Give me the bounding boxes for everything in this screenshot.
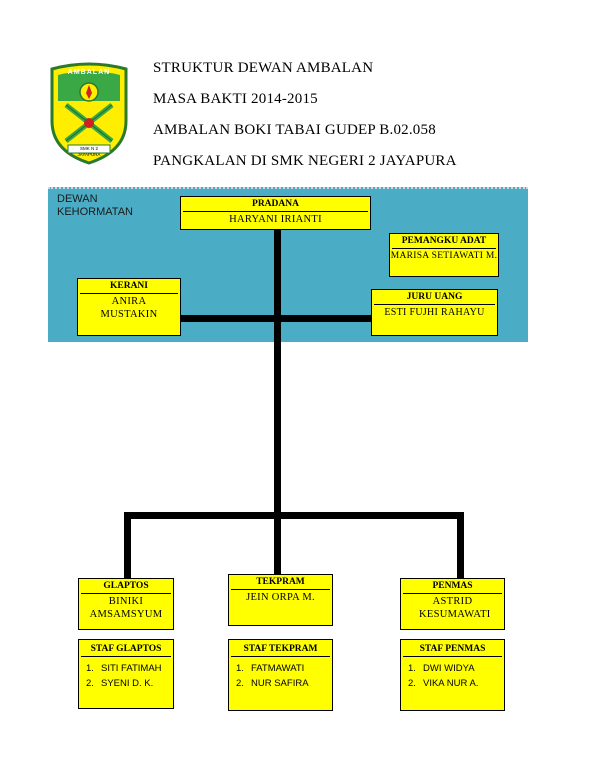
- connector-vertical-main: [274, 228, 281, 518]
- logo-bottom-text: SMK N 2 JAYAPURA: [77, 146, 101, 157]
- penmas-box: PENMAS ASTRID KESUMAWATI: [400, 578, 505, 630]
- list-item: 2.SYENI D. K.: [86, 678, 154, 689]
- staf-glaptos-box: STAF GLAPTOS 1.SITI FATIMAH 2.SYENI D. K…: [78, 639, 174, 709]
- header-title: STRUKTUR DEWAN AMBALAN: [153, 60, 374, 76]
- list-item: 1.SITI FATIMAH: [86, 663, 162, 674]
- kerani-title: KERANI: [109, 281, 148, 291]
- staf-glaptos-list: 1.SITI FATIMAH 2.SYENI D. K.: [79, 661, 173, 691]
- pradana-box: PRADANA HARYANI IRIANTI: [180, 196, 371, 230]
- kerani-box: KERANI ANIRA MUSTAKIN: [77, 278, 181, 336]
- tekpram-box: TEKPRAM JEIN ORPA M.: [228, 574, 333, 626]
- tekpram-title: TEKPRAM: [256, 577, 305, 587]
- staf-glaptos-title: STAF GLAPTOS: [90, 644, 162, 654]
- connector-horizontal-divisions: [124, 512, 464, 519]
- staf-tekpram-box: STAF TEKPRAM 1.FATMAWATI 2.NUR SAFIRA: [228, 639, 333, 711]
- header-ambalan: AMBALAN BOKI TABAI GUDEP B.02.058: [153, 122, 436, 138]
- staf-tekpram-list: 1.FATMAWATI 2.NUR SAFIRA: [229, 661, 332, 691]
- connector-center-drop: [274, 512, 281, 574]
- list-item: 1.FATMAWATI: [236, 663, 305, 674]
- juru-uang-box: JURU UANG ESTI FUJHI RAHAYU: [371, 289, 498, 336]
- header-period: MASA BAKTI 2014-2015: [153, 91, 318, 107]
- kerani-name: ANIRA MUSTAKIN: [100, 296, 158, 320]
- pemangku-adat-box: PEMANGKU ADAT MARISA SETIAWATI M.: [389, 233, 499, 277]
- penmas-title: PENMAS: [432, 581, 473, 591]
- ambalan-logo: AMBALAN SMK N 2 JAYAPURA: [48, 61, 130, 165]
- juru-uang-name: ESTI FUJHI RAHAYU: [384, 307, 485, 318]
- connector-horizontal-council: [180, 315, 374, 322]
- pemangku-adat-title: PEMANGKU ADAT: [401, 236, 487, 246]
- staf-penmas-title: STAF PENMAS: [419, 644, 486, 654]
- juru-uang-title: JURU UANG: [406, 292, 463, 302]
- glaptos-box: GLAPTOS BINIKI AMSAMSYUM: [78, 578, 174, 630]
- band-label: DEWAN KEHORMATAN: [57, 193, 133, 218]
- list-item: 2.NUR SAFIRA: [236, 678, 309, 689]
- glaptos-name: BINIKI AMSAMSYUM: [89, 596, 163, 620]
- pradana-name: HARYANI IRIANTI: [229, 214, 322, 225]
- staf-penmas-list: 1.DWI WIDYA 2.VIKA NUR A.: [401, 661, 504, 691]
- connector-left-drop: [124, 512, 131, 578]
- shield-emblem-icon: [50, 62, 128, 165]
- staf-tekpram-title: STAF TEKPRAM: [243, 644, 318, 654]
- penmas-name: ASTRID KESUMAWATI: [419, 596, 491, 620]
- logo-top-text: AMBALAN: [67, 69, 111, 76]
- tekpram-name: JEIN ORPA M.: [246, 592, 315, 603]
- pradana-title: PRADANA: [252, 199, 299, 209]
- glaptos-title: GLAPTOS: [103, 581, 149, 591]
- header-base: PANGKALAN DI SMK NEGERI 2 JAYAPURA: [153, 153, 457, 169]
- pemangku-adat-name: MARISA SETIAWATI M.: [390, 251, 498, 261]
- connector-right-drop: [457, 512, 464, 578]
- list-item: 1.DWI WIDYA: [408, 663, 475, 674]
- list-item: 2.VIKA NUR A.: [408, 678, 479, 689]
- staf-penmas-box: STAF PENMAS 1.DWI WIDYA 2.VIKA NUR A.: [400, 639, 505, 711]
